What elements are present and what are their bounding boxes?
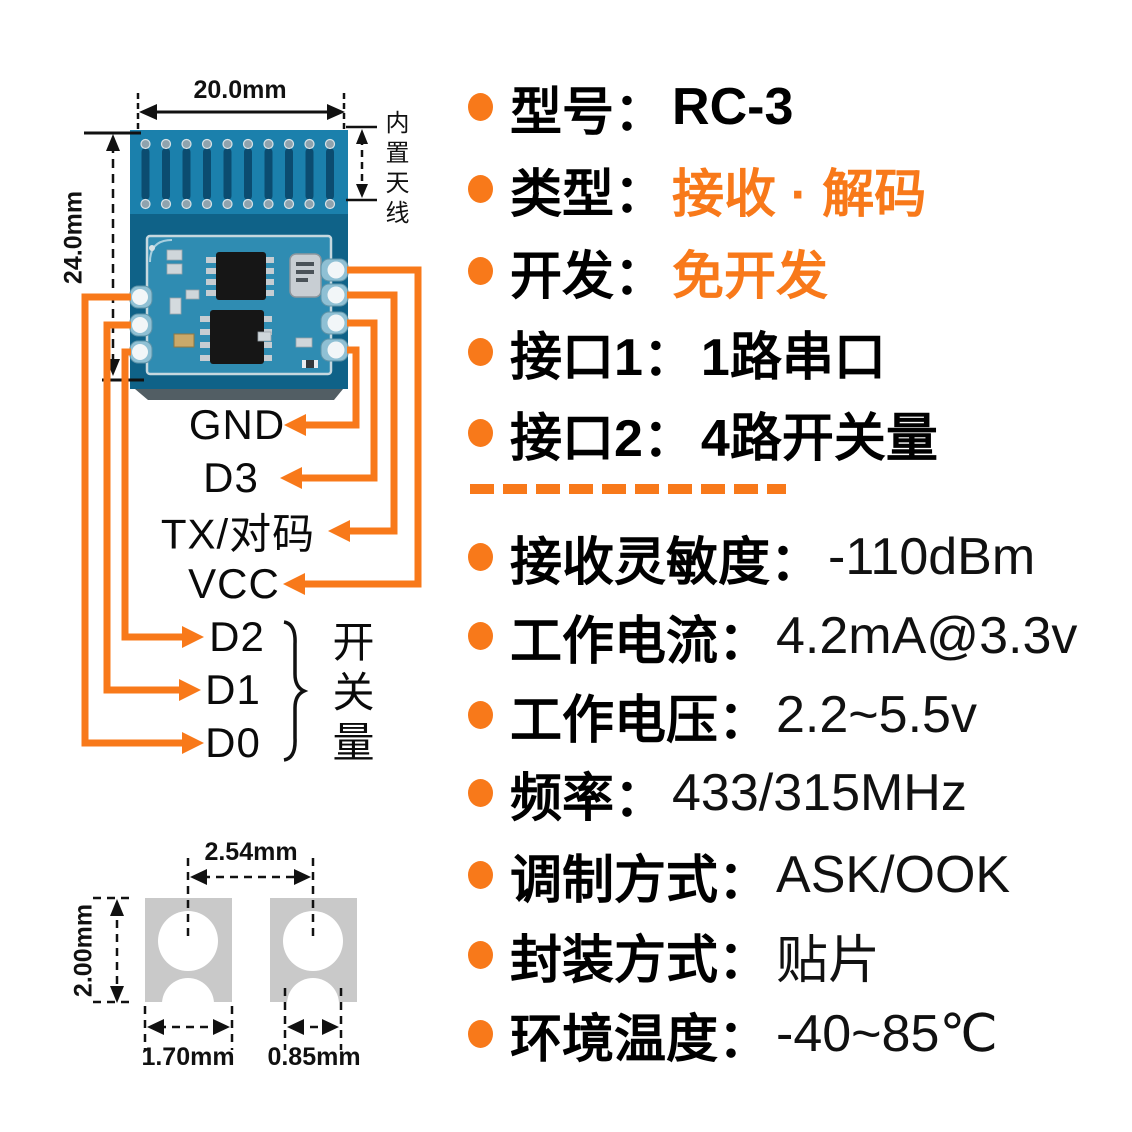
- spec-value: 2.2~5.5v: [776, 686, 977, 744]
- spec-value: 433/315MHz: [672, 764, 967, 822]
- spec-row-temperature: 环境温度： -40~85℃: [468, 1005, 998, 1069]
- pad-width-dimension-label: 1.70mm: [141, 1043, 235, 1071]
- pin-label-tx: TX/对码: [160, 510, 316, 558]
- spec-label: 调制方式：: [510, 851, 771, 910]
- pin-arrowheads: [179, 414, 350, 754]
- spec-value: 1路串口: [700, 328, 886, 387]
- spec-row-voltage: 工作电压： 2.2~5.5v: [468, 686, 977, 750]
- pitch-dimension-label: 2.54mm: [204, 838, 298, 866]
- bullet-icon: [468, 543, 493, 571]
- spec-label: 类型：: [510, 165, 667, 224]
- bullet-icon: [468, 93, 493, 121]
- spec-value: RC-3: [672, 78, 794, 136]
- spec-row-frequency: 频率： 433/315MHz: [468, 764, 967, 828]
- footprint-dimensions: [93, 858, 343, 1050]
- left-pads: [129, 285, 153, 364]
- pad-height-dimension-label: 2.00mm: [69, 903, 98, 998]
- builtin-antenna-label: 内置天线: [381, 110, 408, 230]
- spec-label: 型号：: [510, 83, 667, 142]
- spec-value: 4.2mA@3.3v: [776, 607, 1078, 665]
- spec-row-package: 封装方式： 贴片: [468, 926, 880, 990]
- pin-label-d0: D0: [205, 719, 261, 766]
- bullet-icon: [468, 257, 493, 285]
- left-diagram-graphics: [81, 93, 422, 1050]
- spec-label: 工作电流：: [510, 612, 771, 671]
- spec-row-model: 型号： RC-3: [468, 78, 794, 142]
- group-brace: [283, 620, 309, 762]
- spec-value: 贴片: [776, 931, 881, 990]
- ic2-chip: [200, 310, 272, 364]
- spec-label: 接收灵敏度：: [510, 533, 823, 592]
- spec-row-type: 类型： 接收 · 解码: [468, 160, 926, 224]
- switch-group-label: 开关量: [327, 620, 374, 770]
- bullet-icon: [468, 622, 493, 650]
- spec-row-current: 工作电流： 4.2mA@3.3v: [468, 607, 1078, 671]
- crystal-oscillator: [289, 253, 322, 298]
- spec-row-development: 开发： 免开发: [468, 242, 828, 306]
- pin-label-d3: D3: [203, 454, 259, 501]
- spec-row-interface1: 接口1： 1路串口: [468, 323, 886, 387]
- spec-value: -110dBm: [828, 528, 1036, 586]
- pin-label-vcc: VCC: [188, 560, 280, 607]
- spec-value: ASK/OOK: [776, 846, 1011, 904]
- dashed-divider: [470, 484, 786, 494]
- spec-label: 工作电压：: [510, 691, 771, 750]
- bullet-icon: [468, 941, 493, 969]
- bullet-icon: [468, 779, 493, 807]
- hole-width-dimension-label: 0.85mm: [267, 1043, 361, 1071]
- right-pads: [320, 258, 349, 362]
- spec-label: 接口2：: [510, 409, 695, 468]
- bullet-icon: [468, 861, 493, 889]
- bullet-icon: [468, 1020, 493, 1048]
- spec-label: 环境温度：: [510, 1010, 771, 1069]
- antenna-dimension: [346, 125, 377, 202]
- bullet-icon: [468, 338, 493, 366]
- spec-label: 频率：: [510, 769, 667, 828]
- bullet-icon: [468, 175, 493, 203]
- pin-label-d1: D1: [205, 666, 261, 713]
- width-dimension-label: 20.0mm: [193, 76, 287, 104]
- spec-label: 封装方式：: [510, 931, 771, 990]
- bullet-icon: [468, 701, 493, 729]
- height-dimension-label: 24.0mm: [59, 190, 88, 285]
- bullet-icon: [468, 419, 493, 447]
- spec-row-interface2: 接口2： 4路开关量: [468, 404, 938, 468]
- spec-value: 接收 · 解码: [672, 165, 927, 224]
- spec-value: 4路开关量: [700, 409, 938, 468]
- ic1-chip: [206, 252, 274, 300]
- spec-row-sensitivity: 接收灵敏度： -110dBm: [468, 528, 1036, 592]
- spec-label: 接口1：: [510, 328, 695, 387]
- pin-label-gnd: GND: [188, 401, 286, 448]
- spec-label: 开发：: [510, 247, 667, 306]
- pcb-module: [129, 130, 349, 400]
- pin-label-d2: D2: [209, 613, 265, 660]
- pin-connector-lines: [81, 266, 422, 747]
- pcb-bottom-edge: [135, 389, 343, 400]
- spec-value: -40~85℃: [776, 1005, 998, 1063]
- spec-value: 免开发: [672, 247, 829, 306]
- dimension-20mm: [136, 93, 346, 131]
- pad-footprint: [145, 898, 357, 1030]
- smd-components: [166, 249, 318, 368]
- spec-row-modulation: 调制方式： ASK/OOK: [468, 846, 1011, 910]
